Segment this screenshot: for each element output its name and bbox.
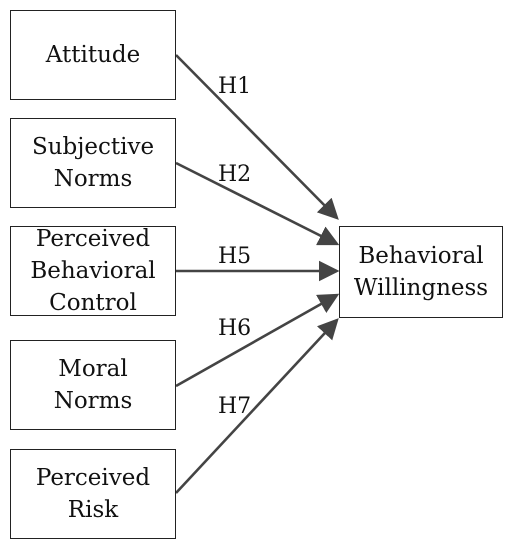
node-moral-norms: Moral Norms [10, 340, 176, 430]
edge-h2-arrow [175, 161, 340, 246]
node-pbc-line-2: Behavioral [30, 258, 156, 284]
edge-h6-arrow [175, 293, 340, 388]
node-subjective-norms-line-1: Subjective [31, 134, 155, 160]
node-attitude-line-1: Attitude [45, 42, 141, 68]
node-perceived-risk-line-1: Perceived [35, 465, 151, 491]
edge-label-h1: H1 [218, 74, 252, 99]
node-bw-line-2: Willingness [353, 275, 489, 301]
node-behavioral-willingness: Behavioral Willingness [339, 226, 503, 318]
edge-label-h7: H7 [218, 394, 252, 419]
edge-label-h2: H2 [218, 162, 252, 187]
node-perceived-risk: Perceived Risk [10, 449, 176, 539]
edge-h7-arrow [175, 318, 339, 494]
node-subjective-norms: Subjective Norms [10, 118, 176, 208]
node-attitude: Attitude [10, 10, 176, 100]
edge-label-h5: H5 [218, 244, 252, 269]
node-perceived-risk-line-2: Risk [67, 497, 119, 523]
node-bw-line-1: Behavioral [358, 243, 484, 269]
node-moral-norms-line-1: Moral [58, 356, 128, 382]
node-moral-norms-line-2: Norms [53, 388, 133, 414]
node-subjective-norms-line-2: Norms [53, 166, 133, 192]
edge-label-h6: H6 [218, 316, 252, 341]
node-pbc-line-1: Perceived [35, 226, 151, 252]
node-perceived-behavioral-control: Perceived Behavioral Control [10, 226, 176, 316]
edge-h1-arrow [175, 54, 339, 220]
node-pbc-line-3: Control [49, 290, 137, 316]
